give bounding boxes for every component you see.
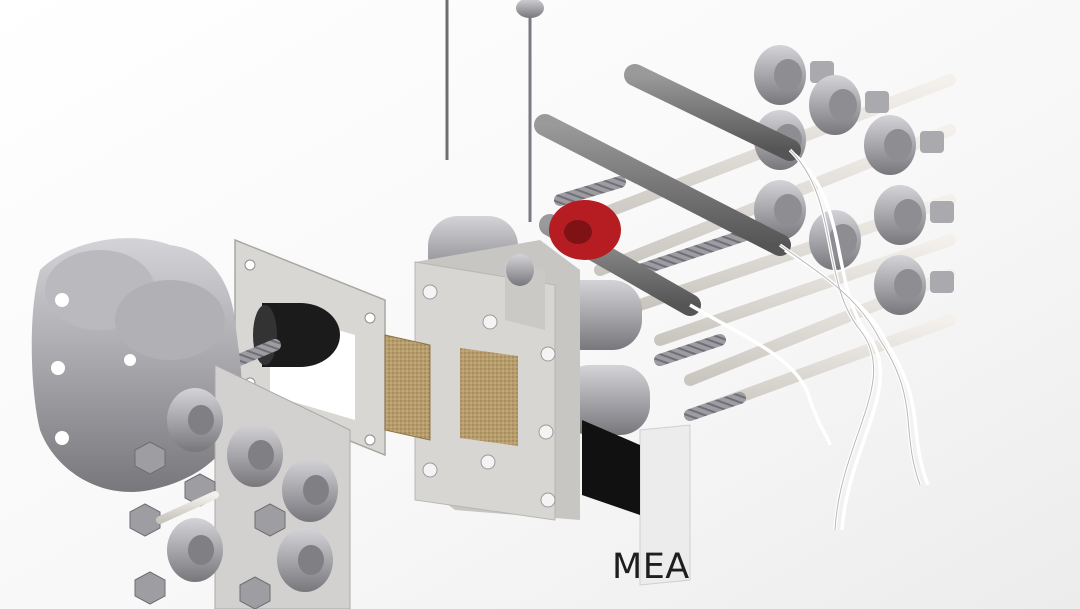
flow-field-plate [414, 216, 650, 521]
red-seal [549, 200, 621, 260]
current-collector-tab [639, 424, 691, 586]
gas-diffusion-layer [384, 334, 431, 441]
mea-label: MEA [612, 547, 690, 587]
washers [754, 45, 954, 315]
nuts [129, 364, 351, 609]
thermocouple-probes [445, 0, 544, 222]
wire-leads-shadow [779, 149, 921, 531]
membrane [582, 420, 640, 515]
